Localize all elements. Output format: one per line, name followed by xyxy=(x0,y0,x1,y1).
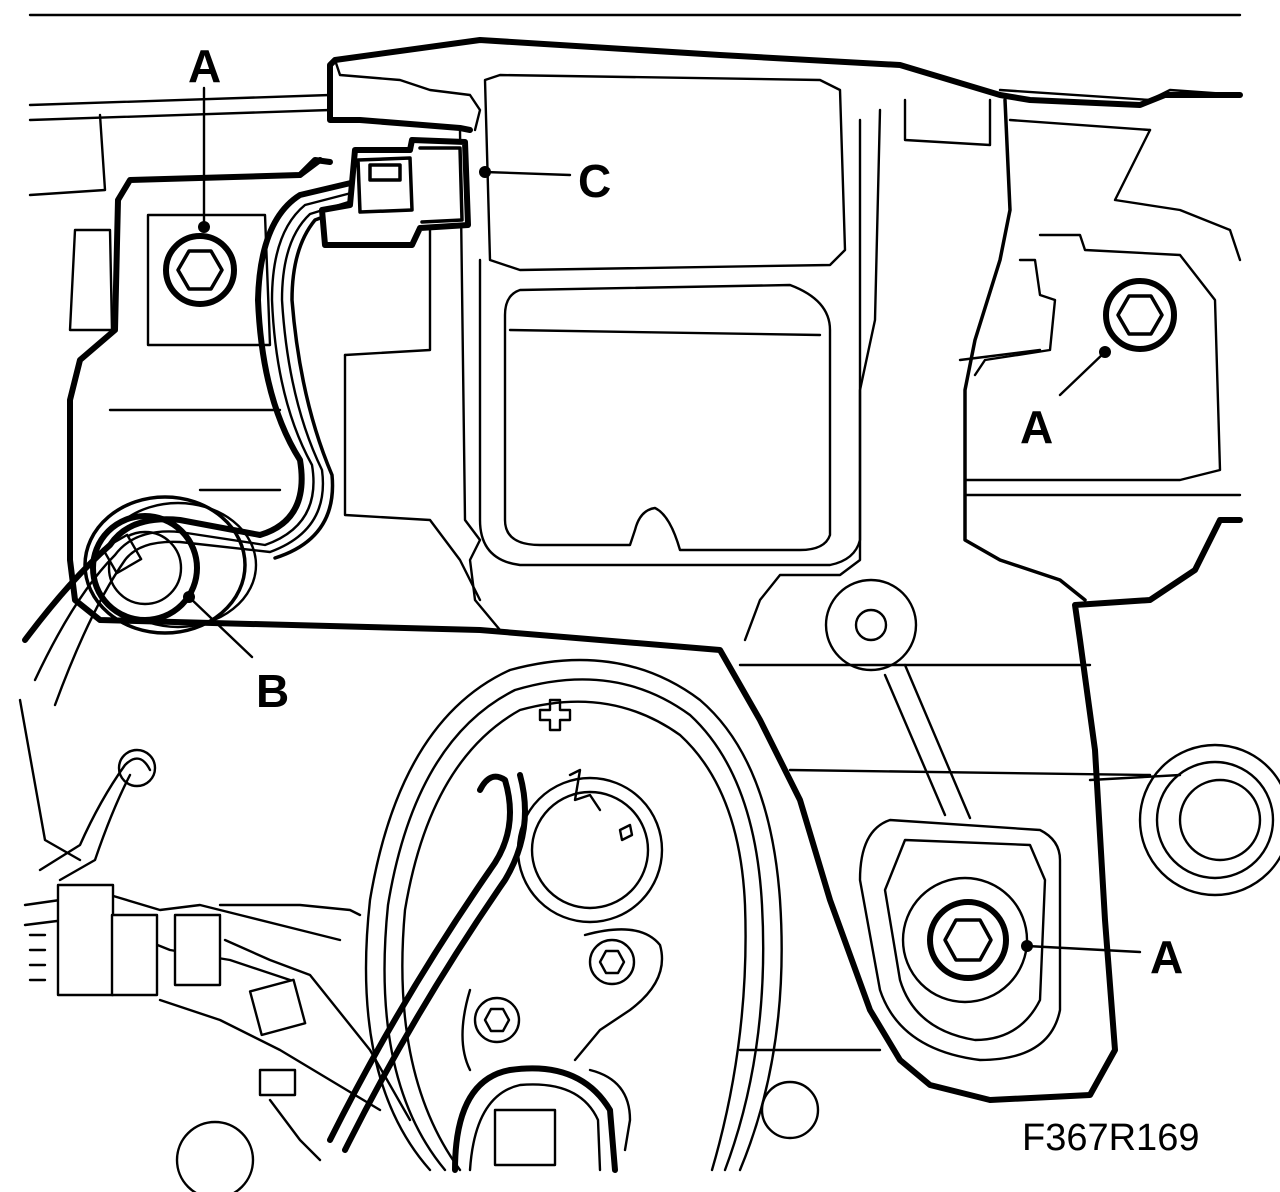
callout-label-a-top-left: A xyxy=(188,40,221,92)
lower-fixings xyxy=(175,743,1280,1192)
mounting-boss xyxy=(824,578,972,820)
lower-loom xyxy=(23,748,412,1162)
cover-plate xyxy=(108,58,992,642)
figure-id: F367R169 xyxy=(1022,1117,1199,1159)
leader-lines xyxy=(187,86,1142,954)
inspection-panel-frame xyxy=(478,118,862,567)
bracket-outline xyxy=(67,37,1243,1103)
callout-label-a-right: A xyxy=(1020,401,1053,453)
callout-label-c: C xyxy=(578,155,611,207)
inspection-panel xyxy=(503,283,832,552)
bracket-inner-contour xyxy=(963,98,1087,602)
bolt-top-left xyxy=(163,221,237,307)
wiring-harness xyxy=(22,157,358,707)
bolt-bottom-right xyxy=(858,818,1062,1062)
drum-assembly xyxy=(327,658,783,1173)
inspection-panel-line xyxy=(508,328,822,337)
bolt-right xyxy=(973,258,1177,377)
callout-label-b: B xyxy=(256,665,289,717)
connector xyxy=(319,137,491,248)
callout-label-a-bottom-right: A xyxy=(1150,931,1183,983)
